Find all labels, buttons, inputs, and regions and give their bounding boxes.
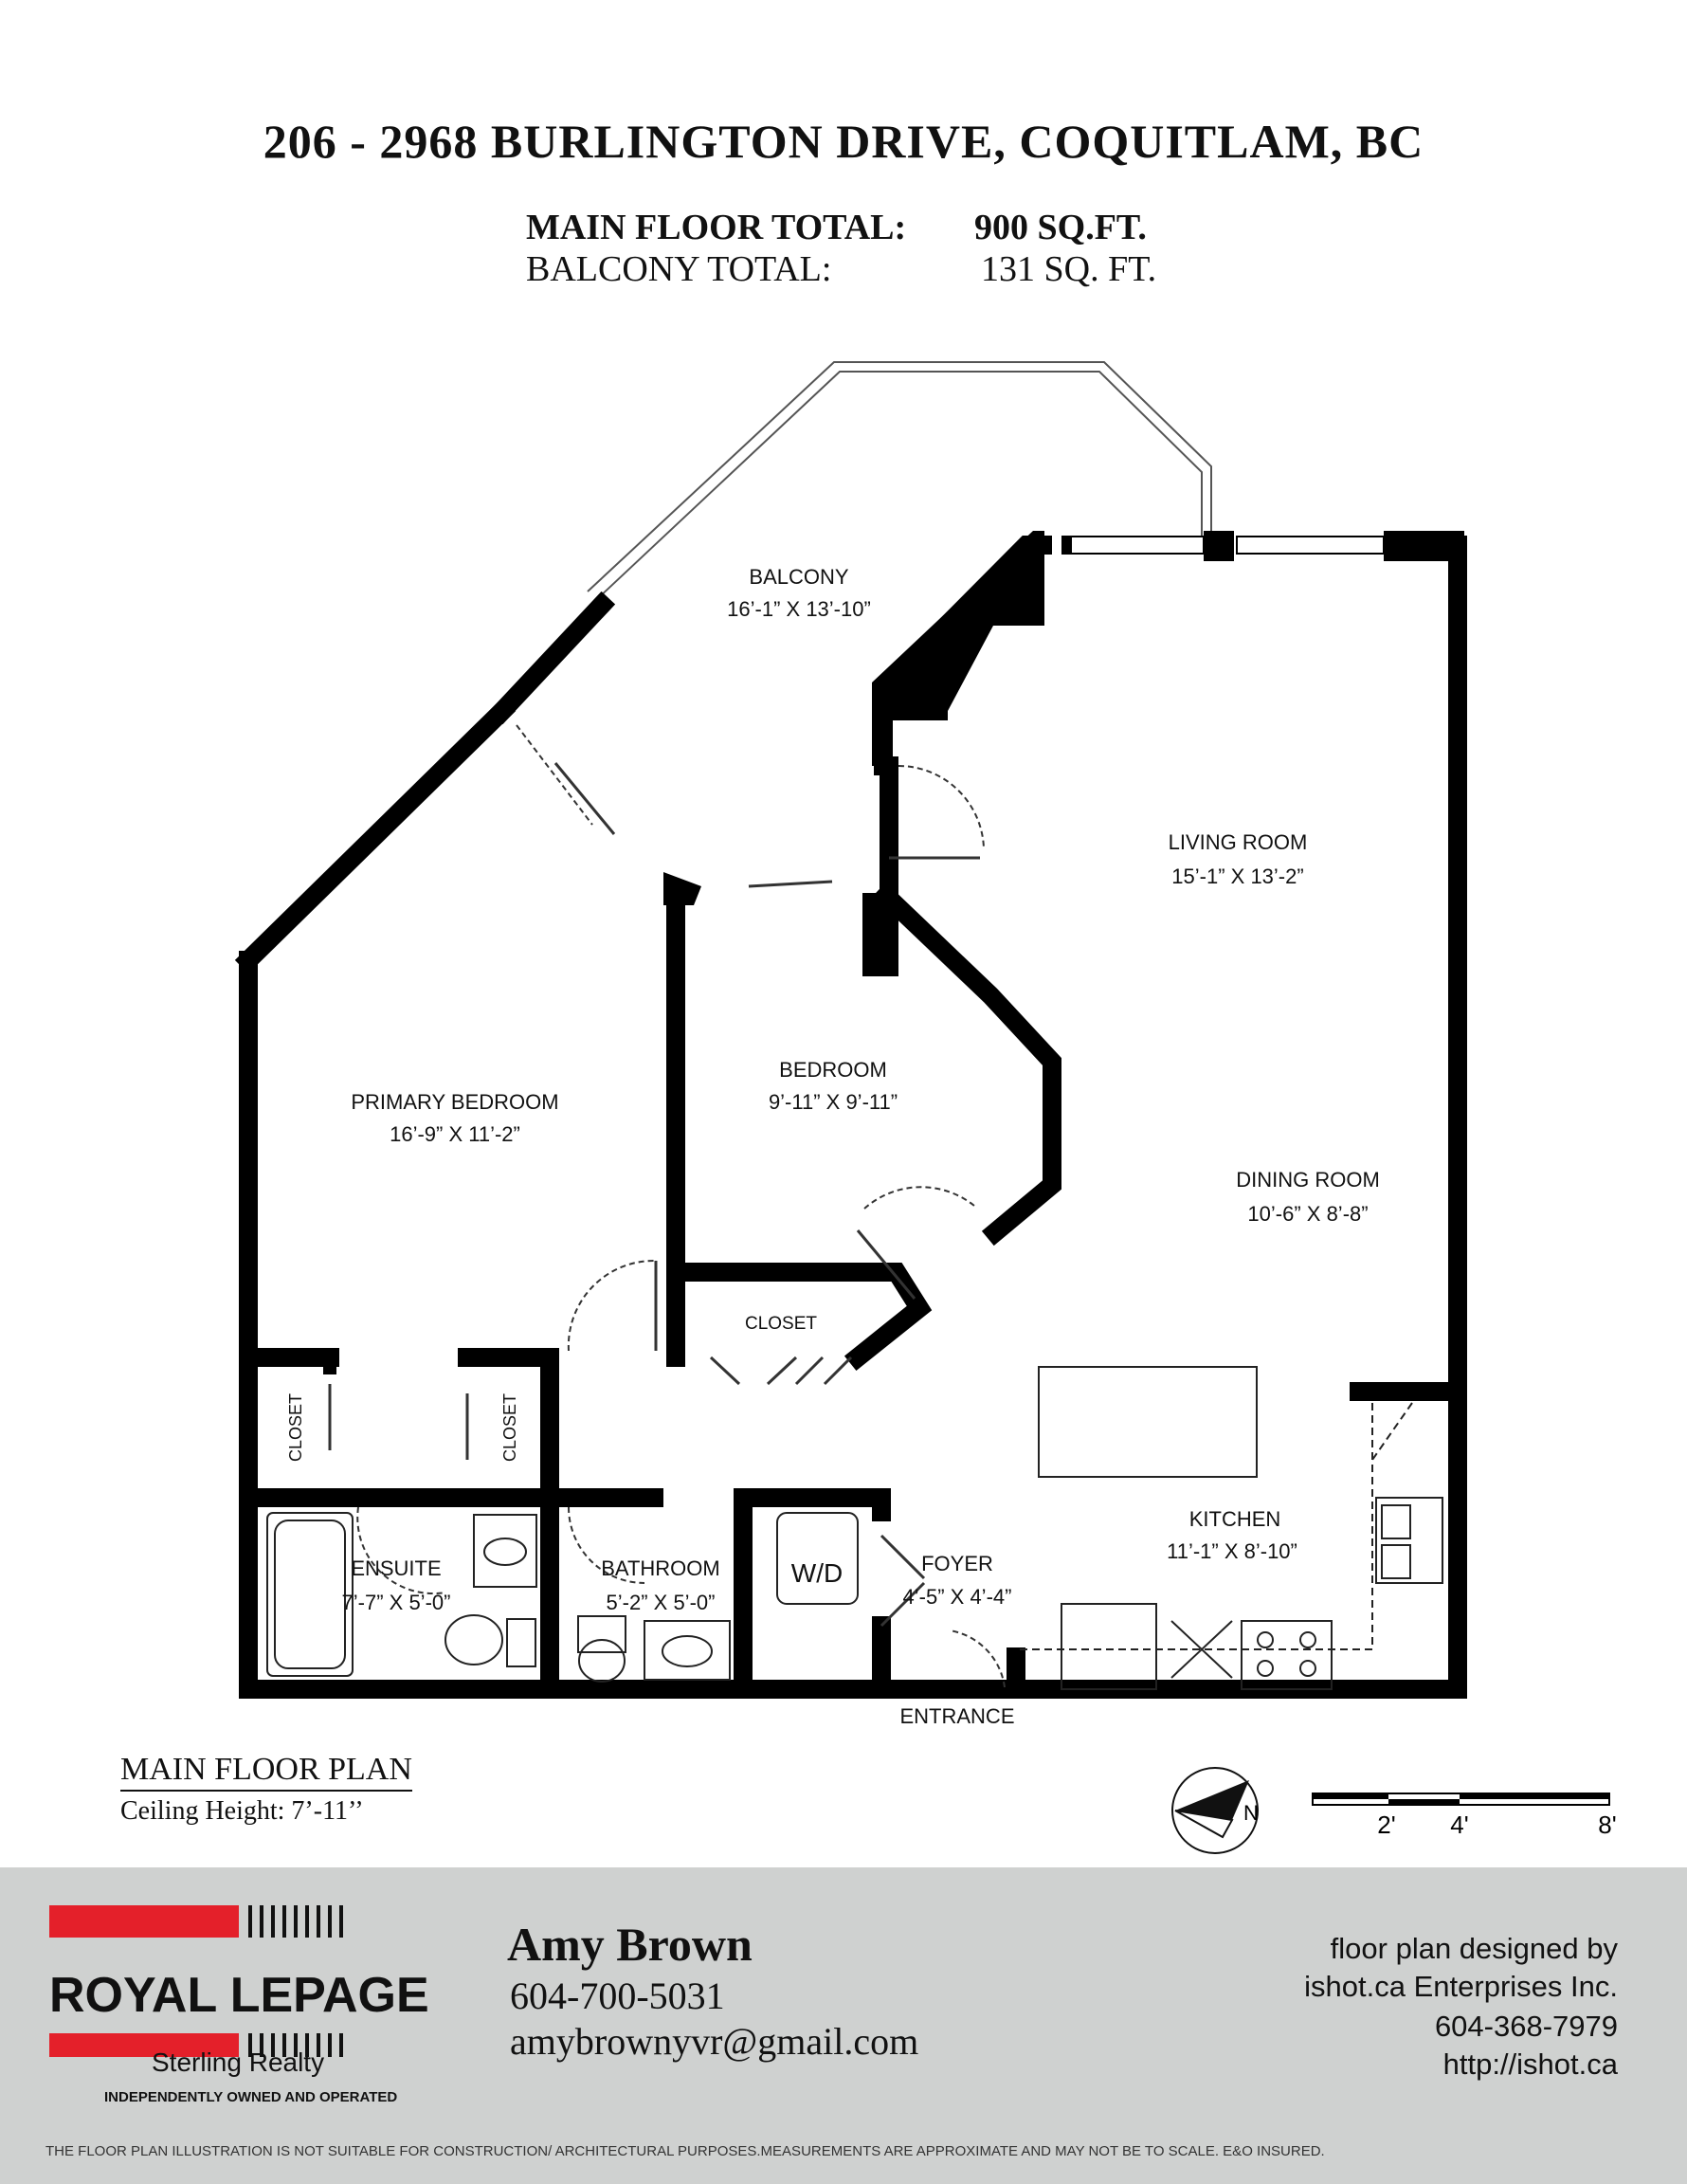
scale-label-4: 4' [1450,1811,1468,1839]
agent-email: amybrownyvr@gmail.com [510,2020,919,2063]
scale-label-2: 2' [1377,1811,1395,1839]
main-floor-plan-title: MAIN FLOOR PLAN [120,1752,412,1792]
balcony-railing [587,361,1212,600]
ensuite-dims: 7’-7” X 5’-0” [342,1591,451,1614]
closet-right-label: CLOSET [500,1393,519,1462]
dining-room-dims: 10’-6” X 8’-8” [1247,1202,1368,1226]
dining-room-label: DINING ROOM [1236,1168,1380,1192]
closet-walls [248,1351,550,1374]
closet-center-label: CLOSET [745,1314,817,1334]
floor-plan: BALCONY 16’-1” X 13’-10” LIVING ROOM 15’… [234,361,1617,1854]
entrance-label: ENTRANCE [899,1704,1014,1728]
main-floor-total-value: 900 SQ.FT. [974,208,1147,247]
kitchen-dims: 11’-1” X 8’-10” [1167,1539,1297,1563]
royal-lepage-logo: ROYAL LEPAGE [49,1905,429,2057]
washer-dryer-label: W/D [791,1558,843,1588]
bathroom-dims: 5’-2” X 5’-0” [607,1591,716,1614]
credit-line-3: 604-368-7979 [1434,2010,1618,2043]
credit-line-4: http://ishot.ca [1442,2048,1618,2081]
kitchen-label: KITCHEN [1189,1507,1281,1531]
ceiling-height: Ceiling Height: 7’-11’’ [120,1796,364,1826]
balcony-total-value: 131 SQ. FT. [981,249,1157,289]
main-floor-total-label: MAIN FLOOR TOTAL: [526,208,907,247]
agent-name: Amy Brown [507,1918,753,1971]
brokerage-tagline: INDEPENDENTLY OWNED AND OPERATED [104,2089,398,2105]
property-address: 206 - 2968 BURLINGTON DRIVE, COQUITLAM, … [263,115,1424,168]
compass-north-label: N [1243,1801,1259,1825]
fixtures [266,1366,1443,1690]
balcony-label: BALCONY [749,565,848,589]
living-room-label: LIVING ROOM [1169,830,1308,854]
balcony-total-label: BALCONY TOTAL: [526,249,832,289]
brokerage-office: Sterling Realty [152,2048,325,2077]
primary-bedroom-label: PRIMARY BEDROOM [351,1090,558,1114]
disclaimer: THE FLOOR PLAN ILLUSTRATION IS NOT SUITA… [45,2143,1325,2159]
room-labels: BALCONY 16’-1” X 13’-10” LIVING ROOM 15’… [286,565,1380,1728]
doors [356,724,1006,1688]
logo-text: ROYAL LEPAGE [49,1968,429,2023]
credit-line-2: ishot.ca Enterprises Inc. [1304,1970,1618,2003]
scale-label-8: 8' [1598,1811,1616,1839]
bathroom-label: BATHROOM [601,1556,719,1580]
primary-bedroom-dims: 16’-9” X 11’-2” [390,1122,520,1146]
windows [1070,536,1385,555]
balcony-dims: 16’-1” X 13’-10” [727,597,871,621]
living-room-dims: 15’-1” X 13’-2” [1171,864,1303,888]
ensuite-label: ENSUITE [351,1556,441,1580]
compass-icon: N [1171,1767,1259,1854]
door-panels [328,762,980,1628]
scale-bar: 2' 4' 8' [1312,1793,1617,1839]
bedroom-dims: 9’-11” X 9’-11” [769,1090,898,1114]
fireplace [663,531,1464,905]
bedroom-label: BEDROOM [779,1058,887,1082]
agent-phone: 604-700-5031 [510,1975,725,2017]
footer: ROYAL LEPAGE Sterling Realty INDEPENDENT… [0,1867,1687,2184]
credit-line-1: floor plan designed by [1330,1932,1618,1965]
closet-left-label: CLOSET [286,1393,305,1462]
foyer-label: FOYER [921,1552,993,1575]
foyer-dims: 4’-5” X 4’-4” [903,1585,1012,1609]
